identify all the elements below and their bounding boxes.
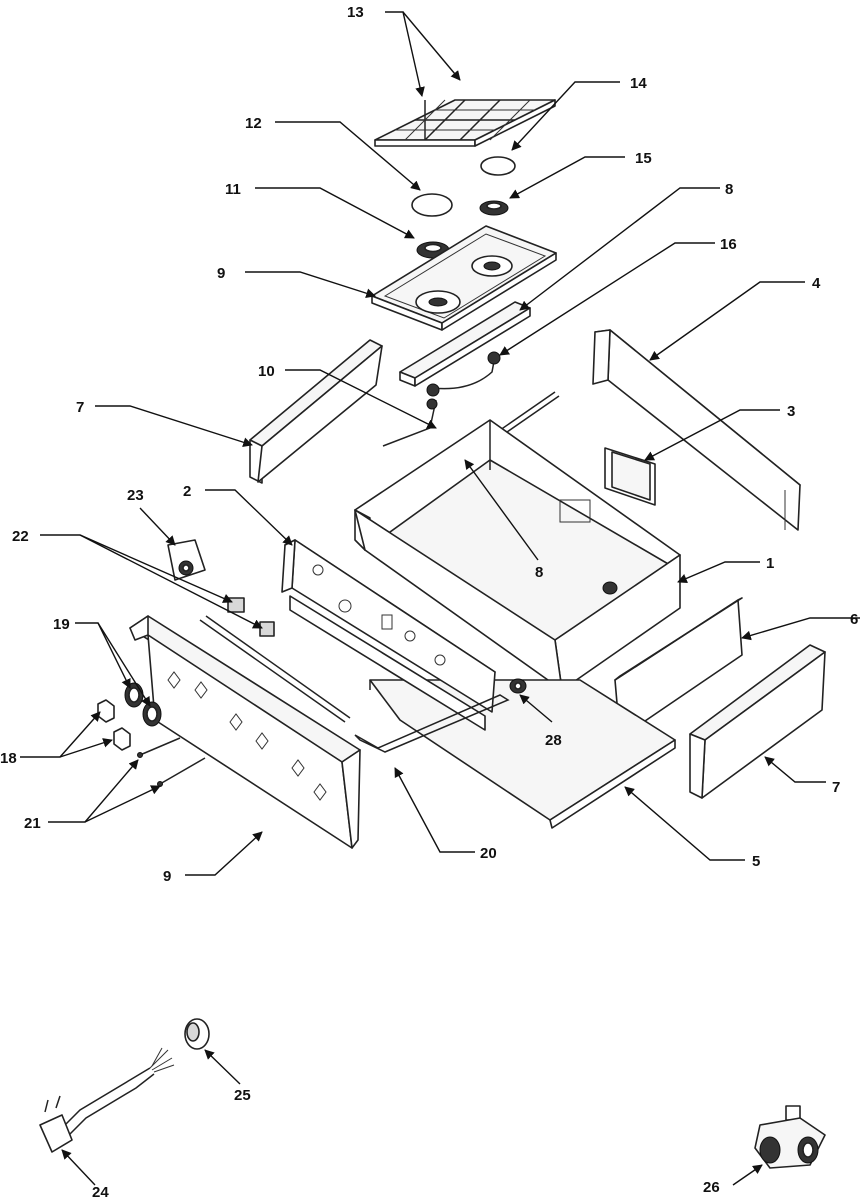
leader-lines [20, 11, 860, 1186]
part-24-spark-module [167, 539, 206, 581]
part-18-valve-tube [426, 351, 501, 397]
part-21-manifold-pipe [199, 615, 510, 753]
callout-6: 6 [850, 611, 858, 628]
part-5-base-tray [369, 679, 676, 829]
callout-5: 5 [752, 853, 760, 870]
callout-20: 19 [53, 616, 70, 633]
part-4-rear-panel [592, 329, 801, 531]
callout-11: 9 [217, 265, 225, 282]
part-23-switches [227, 597, 275, 637]
callout-22: 21 [24, 815, 41, 832]
callout-24: 23 [127, 487, 144, 504]
part-14-burner-cap [411, 193, 453, 217]
part-11-burner-box [371, 225, 557, 331]
part-10-bracket [399, 301, 531, 387]
callout-25: 24 [92, 1184, 109, 1200]
part-7-trim-right [689, 644, 826, 799]
part-16-burner-cap [480, 156, 516, 176]
callout-9: 9 [163, 868, 171, 885]
callout-13: 11 [225, 181, 241, 198]
part-9-control-panel [129, 615, 361, 849]
callout-1: 1 [766, 555, 774, 572]
callout-19: 18 [0, 750, 17, 767]
callout-7-top: 7 [76, 399, 84, 416]
callout-27: 26 [703, 1179, 720, 1196]
part-19-knobs [97, 699, 131, 751]
callout-3: 3 [787, 403, 795, 420]
part-22-igniters [137, 737, 206, 787]
callout-4: 4 [812, 275, 821, 292]
part-7-trim-left [249, 339, 383, 484]
callout-17: 15 [635, 150, 652, 167]
callout-21: 20 [480, 845, 497, 862]
part-2-front-panel [281, 539, 496, 731]
callout-23: 22 [12, 528, 29, 545]
callout-12: 10 [258, 363, 275, 380]
part-15-grates [374, 99, 556, 147]
part-27-regulator [754, 1105, 826, 1169]
part-28-fitting [509, 678, 527, 694]
callout-8: 8 [535, 564, 543, 581]
callout-26: 25 [234, 1087, 251, 1104]
callout-labels: 13 14 12 15 11 8 16 9 4 10 7 3 2 23 22 8… [0, 4, 858, 1200]
callout-15: 13 [347, 4, 364, 21]
callout-10: 8 [725, 181, 733, 198]
part-25-power-cord [39, 1047, 175, 1153]
part-26-strain-relief [184, 1018, 210, 1050]
callout-7-bottom: 7 [832, 779, 840, 796]
callout-28: 28 [545, 732, 562, 749]
callout-16: 14 [630, 75, 647, 92]
part-17-burner [479, 200, 509, 216]
callout-14: 12 [245, 115, 262, 132]
part-1-body [354, 419, 681, 691]
callout-18: 16 [720, 236, 737, 253]
callout-2: 2 [183, 483, 191, 500]
part-3-bracket [604, 447, 656, 506]
part-20-bezels [124, 682, 162, 727]
